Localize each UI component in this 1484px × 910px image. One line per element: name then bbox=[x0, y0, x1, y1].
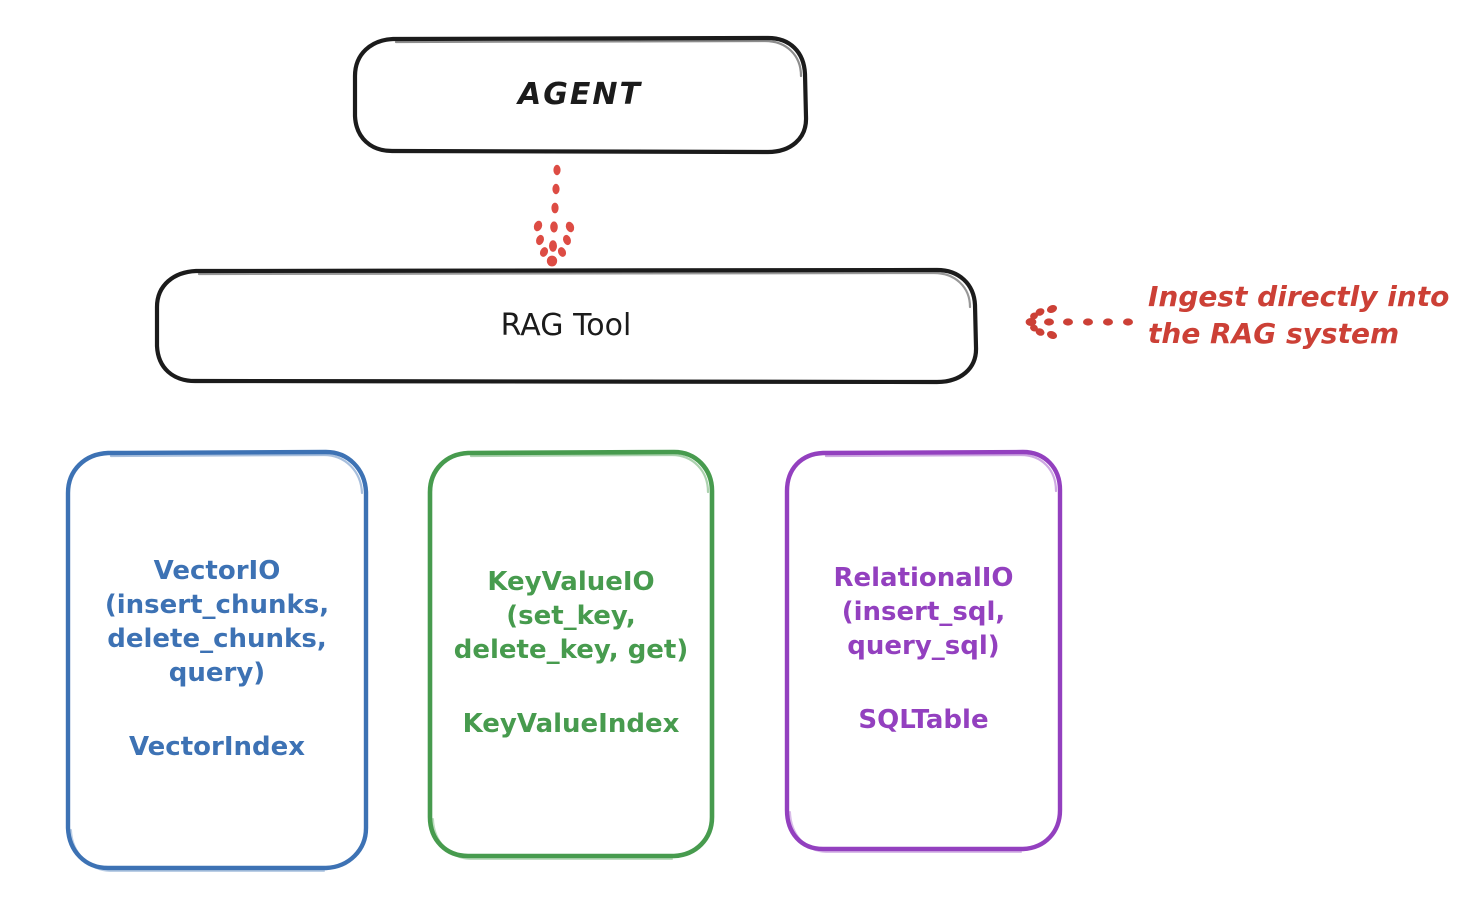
node-relational-io-shape[interactable] bbox=[784, 449, 1063, 853]
node-keyvalue-io-shape[interactable] bbox=[427, 449, 715, 860]
node-agent-shape[interactable] bbox=[352, 35, 809, 155]
node-rag-tool-shape[interactable] bbox=[154, 267, 979, 385]
edge-agent-to-rag-tool bbox=[533, 164, 575, 267]
edge-ingest-to-rag-tool bbox=[1025, 304, 1133, 340]
node-vector-io-shape[interactable] bbox=[65, 449, 369, 872]
